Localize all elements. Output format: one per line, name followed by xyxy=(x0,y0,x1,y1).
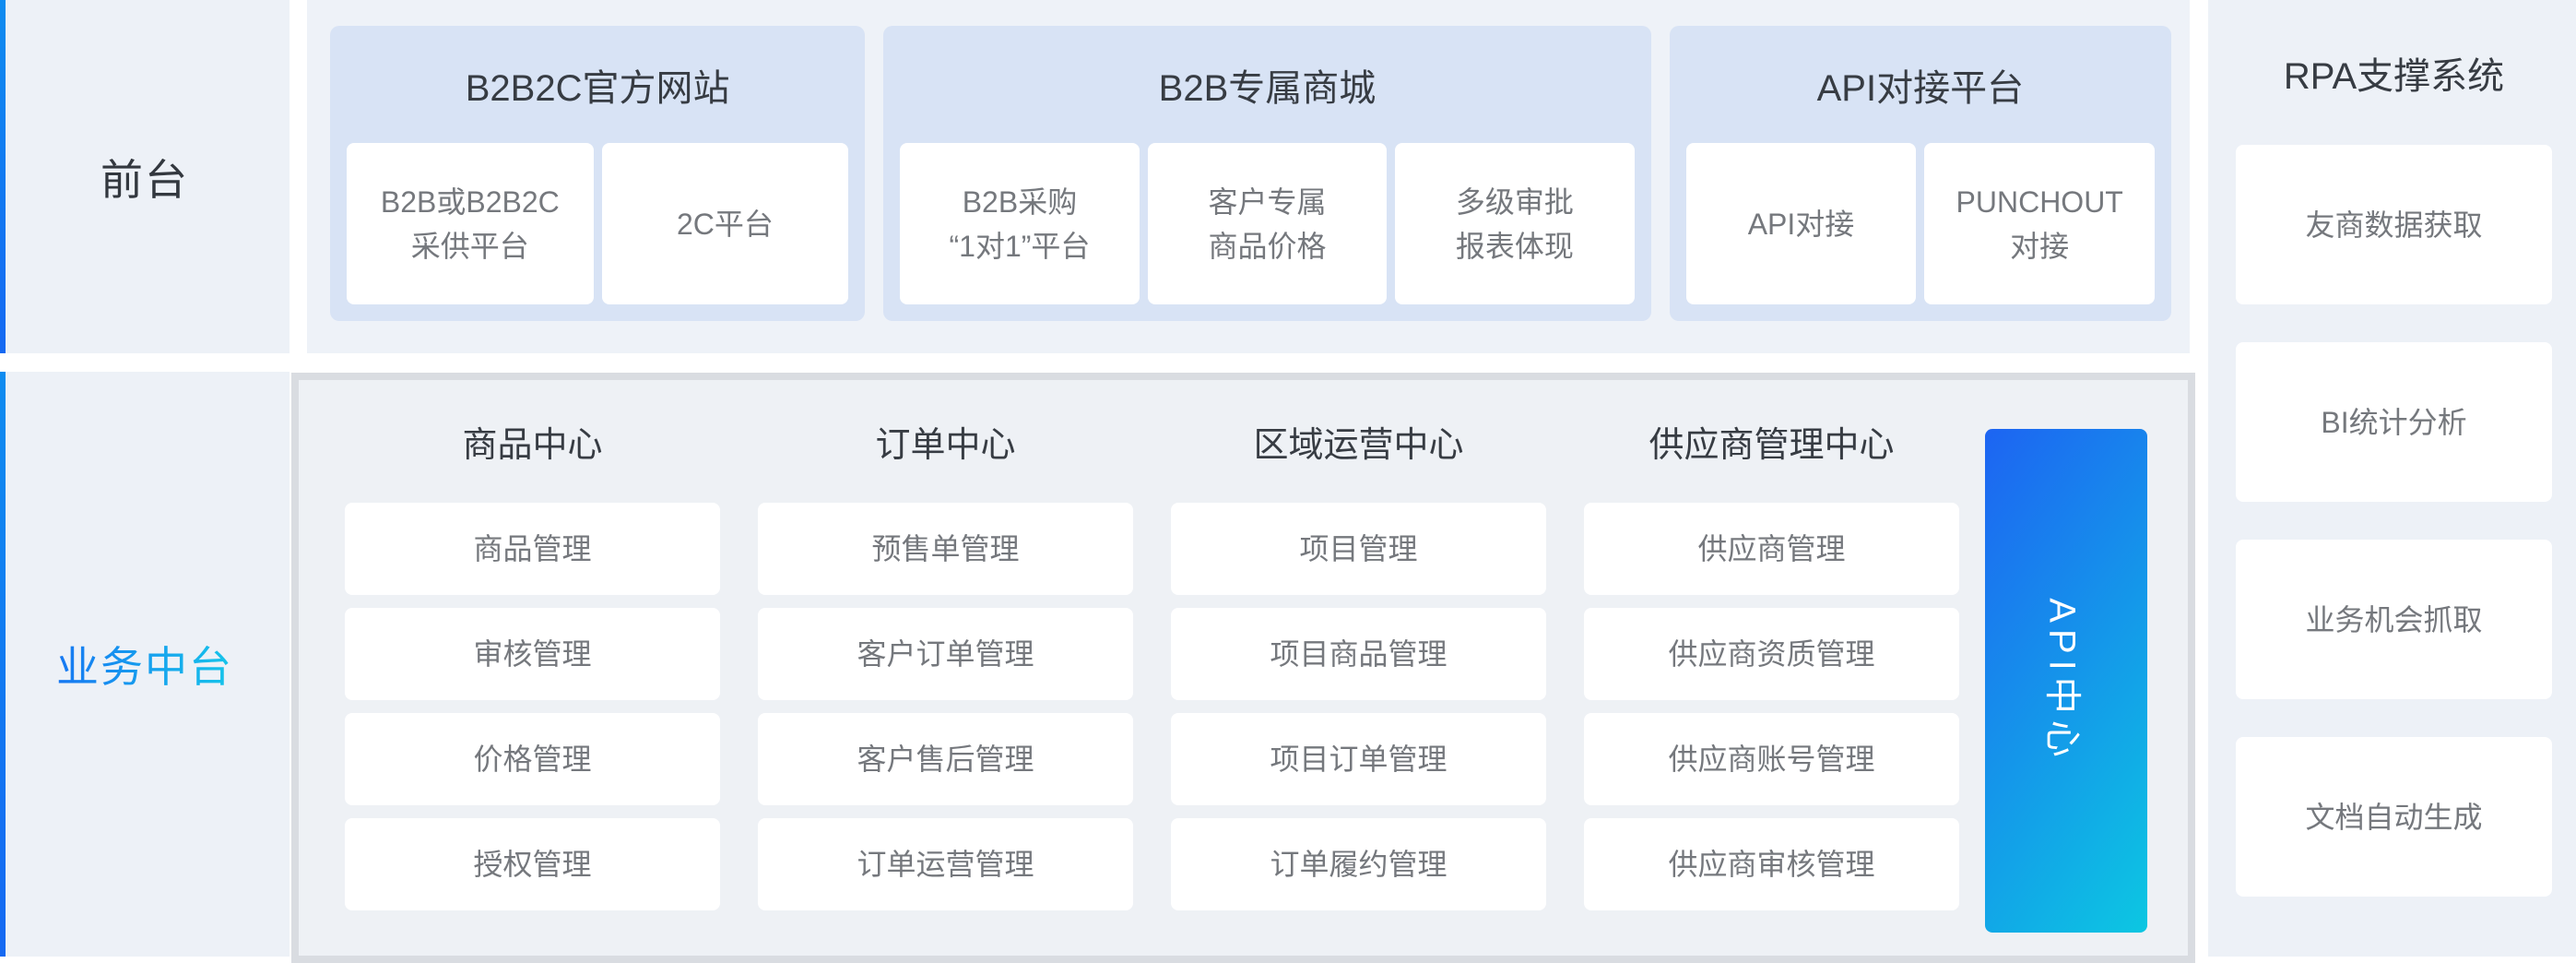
column-product-center: 商品中心 商品管理 审核管理 价格管理 授权管理 xyxy=(345,380,720,956)
stage-card: 供应商管理 xyxy=(1584,503,1959,595)
rpa-card: 文档自动生成 xyxy=(2236,737,2552,897)
stage-card: 供应商账号管理 xyxy=(1584,713,1959,805)
front-card: 2C平台 xyxy=(601,143,849,304)
front-card: 多级审批 报表体现 xyxy=(1395,143,1635,304)
front-card: API对接 xyxy=(1685,143,1917,304)
middle-stage-inner: 商品中心 商品管理 审核管理 价格管理 授权管理 订单中心 预售单管理 客户订单… xyxy=(299,380,2188,956)
stage-card: 项目商品管理 xyxy=(1171,608,1546,700)
column-title: 商品中心 xyxy=(462,426,603,465)
rpa-card: 友商数据获取 xyxy=(2236,145,2552,304)
column-title: 订单中心 xyxy=(875,426,1016,465)
front-stage-panel: B2B2C官方网站 B2B或B2B2C 采供平台 2C平台 B2B专属商城 B2… xyxy=(307,0,2190,353)
column-region-operation-center: 区域运营中心 项目管理 项目商品管理 项目订单管理 订单履约管理 xyxy=(1171,380,1546,956)
front-stage-rail: 前台 xyxy=(0,0,290,353)
rpa-panel: RPA支撑系统 友商数据获取 BI统计分析 业务机会抓取 文档自动生成 xyxy=(2208,0,2576,957)
group-b2b2c-website: B2B2C官方网站 B2B或B2B2C 采供平台 2C平台 xyxy=(330,26,866,321)
middle-stage-panel: 商品中心 商品管理 审核管理 价格管理 授权管理 订单中心 预售单管理 客户订单… xyxy=(291,373,2195,963)
stage-card: 项目管理 xyxy=(1171,503,1546,595)
stage-card: 授权管理 xyxy=(345,818,720,910)
middle-stage-accent-bar xyxy=(0,372,6,957)
rpa-card: BI统计分析 xyxy=(2236,342,2552,502)
front-card: 客户专属 商品价格 xyxy=(1147,143,1388,304)
group-cards: API对接 PUNCHOUT 对接 xyxy=(1685,143,2156,304)
front-card: B2B采购 “1对1”平台 xyxy=(900,143,1140,304)
column-supplier-management-center: 供应商管理中心 供应商管理 供应商资质管理 供应商账号管理 供应商审核管理 xyxy=(1584,380,1959,956)
column-title: 区域运营中心 xyxy=(1253,426,1464,465)
api-center-label: API中心 xyxy=(2042,598,2084,764)
column-cards: 预售单管理 客户订单管理 客户售后管理 订单运营管理 xyxy=(758,503,1133,910)
column-cards: 项目管理 项目商品管理 项目订单管理 订单履约管理 xyxy=(1171,503,1546,910)
front-card: B2B或B2B2C 采供平台 xyxy=(347,143,594,304)
middle-stage-rail: 业务中台 xyxy=(0,372,290,957)
column-order-center: 订单中心 预售单管理 客户订单管理 客户售后管理 订单运营管理 xyxy=(758,380,1133,956)
stage-card: 订单履约管理 xyxy=(1171,818,1546,910)
stage-card: 客户订单管理 xyxy=(758,608,1133,700)
rpa-items: 友商数据获取 BI统计分析 业务机会抓取 文档自动生成 xyxy=(2236,145,2552,897)
group-api-platform: API对接平台 API对接 PUNCHOUT 对接 xyxy=(1669,26,2171,321)
api-center-bar: API中心 xyxy=(1985,429,2147,933)
group-cards: B2B或B2B2C 采供平台 2C平台 xyxy=(347,143,849,304)
stage-card: 供应商审核管理 xyxy=(1584,818,1959,910)
group-b2b-mall: B2B专属商城 B2B采购 “1对1”平台 客户专属 商品价格 多级审批 报表体… xyxy=(883,26,1651,321)
rpa-card: 业务机会抓取 xyxy=(2236,540,2552,699)
stage-card: 审核管理 xyxy=(345,608,720,700)
column-cards: 商品管理 审核管理 价格管理 授权管理 xyxy=(345,503,720,910)
front-stage-label: 前台 xyxy=(100,155,189,204)
stage-card: 价格管理 xyxy=(345,713,720,805)
stage-card: 商品管理 xyxy=(345,503,720,595)
group-title: API对接平台 xyxy=(1816,67,2025,109)
front-card: PUNCHOUT 对接 xyxy=(1924,143,2156,304)
stage-card: 供应商资质管理 xyxy=(1584,608,1959,700)
column-cards: 供应商管理 供应商资质管理 供应商账号管理 供应商审核管理 xyxy=(1584,503,1959,910)
group-title: B2B专属商城 xyxy=(1158,67,1377,109)
stage-card: 项目订单管理 xyxy=(1171,713,1546,805)
group-title: B2B2C官方网站 xyxy=(465,67,730,109)
stage-card: 预售单管理 xyxy=(758,503,1133,595)
middle-stage-label: 业务中台 xyxy=(56,634,233,695)
stage-card: 订单运营管理 xyxy=(758,818,1133,910)
front-stage-accent-bar xyxy=(0,0,6,353)
group-cards: B2B采购 “1对1”平台 客户专属 商品价格 多级审批 报表体现 xyxy=(900,143,1635,304)
column-title: 供应商管理中心 xyxy=(1648,426,1895,465)
rpa-title: RPA支撑系统 xyxy=(2283,55,2505,97)
stage-card: 客户售后管理 xyxy=(758,713,1133,805)
